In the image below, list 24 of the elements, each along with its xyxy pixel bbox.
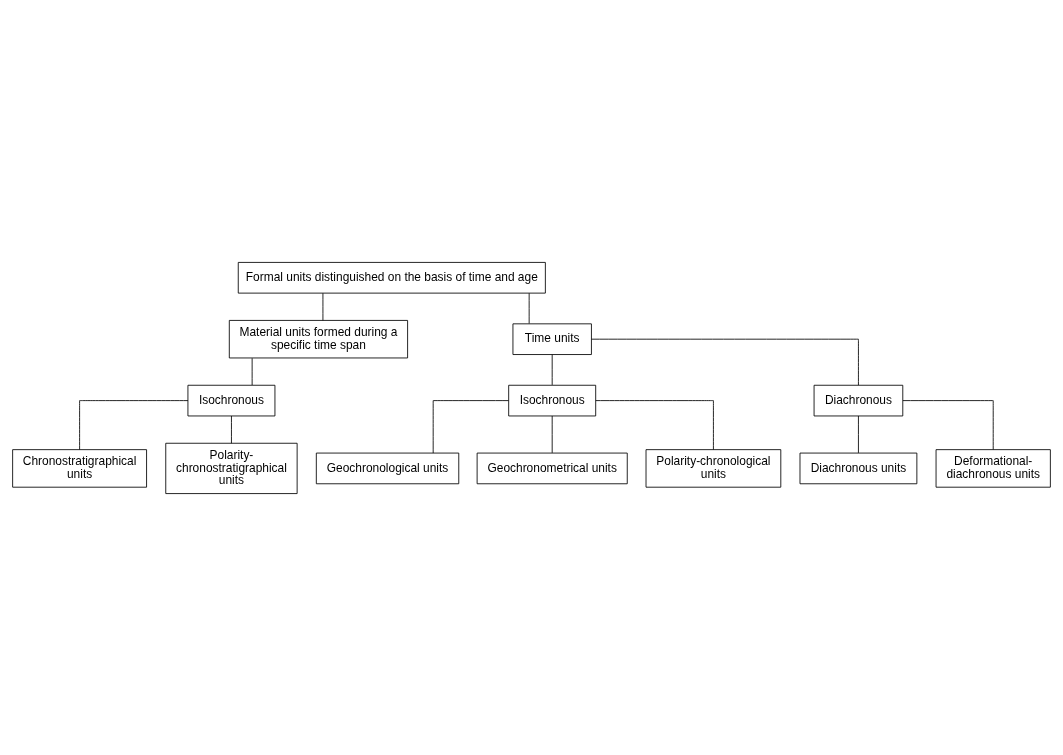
- node-box: Formal units distinguished on the basis of time and age: [237, 261, 546, 294]
- node-box: Diachronous units: [799, 452, 918, 484]
- node-box: Isochronous: [187, 384, 276, 416]
- connector: [231, 415, 232, 444]
- connector: [79, 399, 189, 450]
- connector: [528, 292, 530, 324]
- node-box: Geochronometrical units: [476, 452, 628, 484]
- node-box: Polarity-chronostratigraphical units: [165, 442, 298, 494]
- node-box: Deformational-diachronous units: [935, 448, 1051, 488]
- connector: [591, 338, 859, 386]
- connector: [551, 353, 553, 385]
- node-box: Material units formed during a specific time span: [228, 319, 408, 358]
- connector: [551, 415, 553, 453]
- node-box: Chronostratigraphical units: [12, 448, 147, 488]
- node-box: Diachronous: [813, 384, 904, 416]
- connector: [902, 399, 994, 450]
- node-box: Isochronous: [508, 384, 597, 416]
- node-box: Polarity-chronological units: [645, 448, 782, 488]
- connector: [322, 292, 324, 321]
- connector: [432, 399, 509, 453]
- connector: [595, 399, 714, 450]
- node-box: Time units: [512, 322, 592, 355]
- node-box: Geochronological units: [315, 452, 460, 484]
- connector: [858, 415, 859, 453]
